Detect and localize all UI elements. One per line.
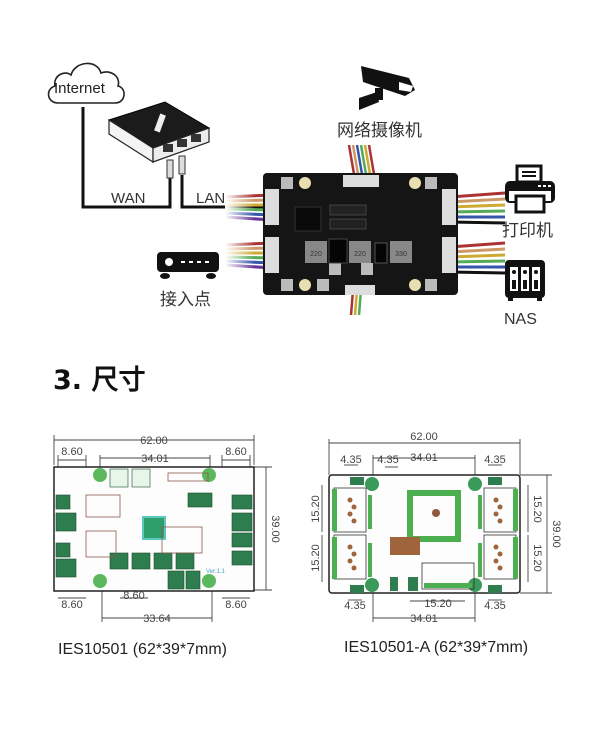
center-frame bbox=[407, 490, 461, 542]
mounting-hole bbox=[365, 477, 379, 491]
dim-width: 62.00 bbox=[140, 435, 168, 447]
nas-label: NAS bbox=[504, 311, 537, 328]
dim-top-left: 8.60 bbox=[61, 446, 82, 458]
dim-top-right: 8.60 bbox=[225, 446, 246, 458]
board-caption-ies10501: IES10501 (62*39*7mm) bbox=[58, 641, 227, 659]
dim-top-right: 4.35 bbox=[484, 454, 505, 466]
dim-top-center: 4.35 bbox=[377, 454, 398, 466]
dim-top-hole-spacing: 34.01 bbox=[141, 453, 169, 465]
dim-left-lower: 15.20 bbox=[310, 544, 322, 572]
mounting-hole bbox=[93, 468, 107, 482]
dim-bottom-right: 8.60 bbox=[225, 599, 246, 611]
dim-bottom-left: 4.35 bbox=[344, 600, 365, 612]
section-title: 3. 尺寸 bbox=[53, 365, 146, 396]
inductor bbox=[349, 241, 371, 263]
cable-bundle-right-top bbox=[449, 191, 506, 225]
inductor bbox=[305, 241, 327, 263]
dim-width: 62.00 bbox=[410, 431, 438, 443]
inductor-mark: 220 bbox=[310, 251, 322, 258]
dim-bottom-hole-spacing: 34.01 bbox=[410, 613, 438, 625]
mounting-hole bbox=[468, 578, 482, 592]
lan-label: LAN bbox=[196, 190, 226, 207]
dim-right-upper: 15.20 bbox=[531, 495, 543, 523]
mounting-hole bbox=[365, 578, 379, 592]
dim-bottom-left: 8.60 bbox=[61, 599, 82, 611]
access-point-label: 接入点 bbox=[160, 290, 211, 310]
dim-bottom-center: 15.20 bbox=[424, 598, 452, 610]
nas-icon bbox=[505, 260, 545, 301]
mounting-hole bbox=[93, 574, 107, 588]
wan-cable bbox=[81, 107, 172, 209]
dim-top-left: 4.35 bbox=[340, 454, 361, 466]
ip-camera-icon bbox=[359, 66, 415, 110]
main-chip bbox=[142, 516, 166, 540]
dim-height: 39.00 bbox=[269, 515, 281, 543]
dim-right-lower: 15.20 bbox=[531, 544, 543, 572]
inductor bbox=[390, 241, 412, 263]
mounting-hole bbox=[202, 574, 216, 588]
version-mark: Ver:1.1 bbox=[206, 569, 226, 575]
access-point-icon bbox=[157, 252, 219, 279]
camera-label: 网络摄像机 bbox=[337, 121, 422, 141]
dim-left-upper: 15.20 bbox=[310, 495, 322, 523]
dim-bottom-right: 4.35 bbox=[484, 600, 505, 612]
dim-bottom-hole-spacing: 33.64 bbox=[143, 613, 171, 625]
printer-label: 打印机 bbox=[502, 221, 553, 241]
dim-height: 39.00 bbox=[550, 520, 562, 548]
inductor-mark: 330 bbox=[395, 251, 407, 258]
mounting-hole bbox=[468, 477, 482, 491]
wan-label: WAN bbox=[111, 190, 146, 207]
dim-bottom-center: 8.60 bbox=[123, 590, 144, 602]
cloud-icon bbox=[47, 62, 125, 104]
board-caption-ies10501-a: IES10501-A (62*39*7mm) bbox=[344, 639, 528, 657]
inductor-mark: 220 bbox=[354, 251, 366, 258]
printer-icon bbox=[505, 164, 555, 214]
internet-label: Internet bbox=[54, 80, 105, 97]
caption-text: IES10501 (62*39*7mm) bbox=[58, 641, 227, 658]
router-icon bbox=[107, 101, 211, 179]
cable-bundle-right-bottom bbox=[449, 241, 506, 275]
board-ies10501-a-drawing: 62.00 4.35 4.35 34.01 4.35 15.20 15.20 1… bbox=[310, 431, 562, 625]
board-outline bbox=[328, 474, 521, 594]
board-ies10501-drawing: Ver:1.1 62.00 8.60 34.01 8.60 39.00 8.60… bbox=[53, 435, 281, 625]
dim-top-hole-spacing: 34.01 bbox=[410, 452, 438, 464]
pcb-board-photo: 220 220 330 bbox=[225, 145, 506, 315]
mounting-hole bbox=[202, 468, 216, 482]
caption-text: IES10501-A (62*39*7mm) bbox=[344, 639, 529, 656]
